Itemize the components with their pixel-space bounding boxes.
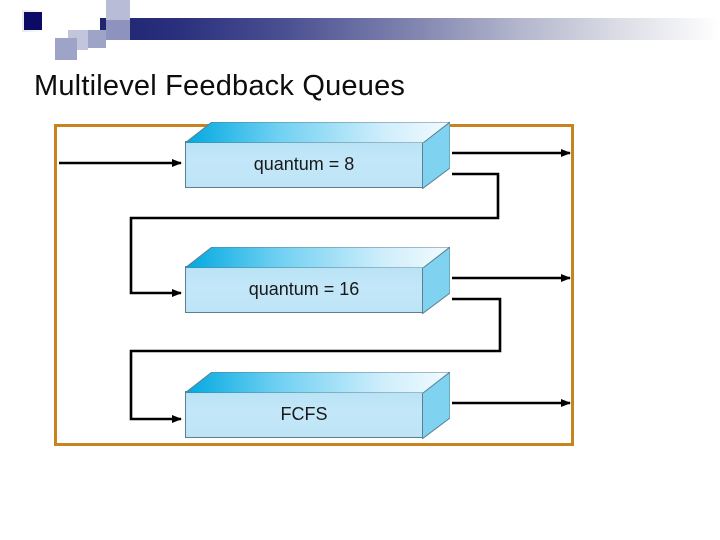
page-title: Multilevel Feedback Queues (34, 70, 406, 102)
queue-box-front-face (185, 141, 423, 188)
banner-square-white-b (68, 12, 88, 32)
banner-square-upper-white (88, 0, 108, 18)
banner-gradient-bar (100, 18, 720, 40)
banner-square-navy-accent (24, 12, 42, 30)
diagram-canvas: quantum = 8 quantum = 16 (57, 122, 577, 449)
queue-box-top-face (185, 372, 450, 393)
banner-square-violet (88, 30, 106, 48)
queue-box-top-face (185, 247, 450, 268)
slide-banner (0, 0, 720, 60)
banner-square-upper-light (106, 0, 130, 20)
banner-square-lower-violet (55, 38, 77, 60)
diagram-frame: quantum = 8 quantum = 16 (54, 122, 577, 449)
queue-box-top-face (185, 122, 450, 143)
banner-square-top-white (44, 0, 68, 12)
connector-lines (59, 149, 571, 423)
arrow-q1-to-q2 (129, 297, 502, 423)
queue-box-front-face (185, 266, 423, 313)
queue-box-front-face (185, 391, 423, 438)
banner-square-mid-violet (106, 20, 130, 40)
arrow-q0-to-q1 (129, 172, 500, 297)
banner-square-left-white (0, 0, 22, 60)
